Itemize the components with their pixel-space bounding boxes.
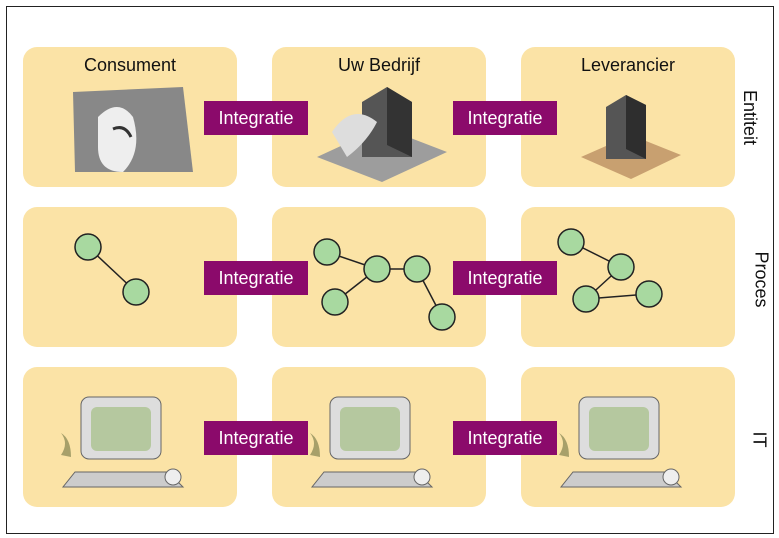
cell-consument-it — [23, 367, 237, 507]
diagram-frame: Consument Uw Bedrijf Leverancier Integra… — [6, 6, 774, 534]
consumer-illustration — [73, 87, 193, 172]
cell-leverancier-entiteit: Leverancier — [521, 47, 735, 187]
cell-consument-proces — [23, 207, 237, 347]
computer-icon — [559, 396, 683, 488]
process-graph-leverancier — [557, 228, 663, 313]
column-title-consument: Consument — [83, 55, 177, 75]
integration-label-it-1: Integratie — [204, 421, 308, 455]
row-label-entiteit: Entiteit — [740, 89, 761, 146]
computer-icon — [310, 396, 434, 488]
computer-icon — [61, 396, 185, 488]
integration-label-it-2: Integratie — [453, 421, 557, 455]
integration-label-entiteit-1: Integratie — [204, 101, 308, 135]
company-building-illustration — [317, 87, 447, 182]
supplier-building-illustration — [581, 95, 681, 179]
column-title-leverancier: Leverancier — [580, 55, 676, 75]
column-title-uw-bedrijf: Uw Bedrijf — [337, 55, 421, 75]
integration-label-proces-1: Integratie — [204, 261, 308, 295]
integration-label-entiteit-2: Integratie — [453, 101, 557, 135]
cell-consument-entiteit: Consument — [23, 47, 237, 187]
row-label-it: IT — [749, 431, 770, 448]
process-graph-consument — [74, 233, 150, 306]
process-graph-uw-bedrijf — [313, 238, 456, 331]
integration-label-proces-2: Integratie — [453, 261, 557, 295]
cell-leverancier-it — [521, 367, 735, 507]
cell-uw-bedrijf-entiteit: Uw Bedrijf — [272, 47, 486, 187]
row-label-proces: Proces — [751, 251, 772, 308]
